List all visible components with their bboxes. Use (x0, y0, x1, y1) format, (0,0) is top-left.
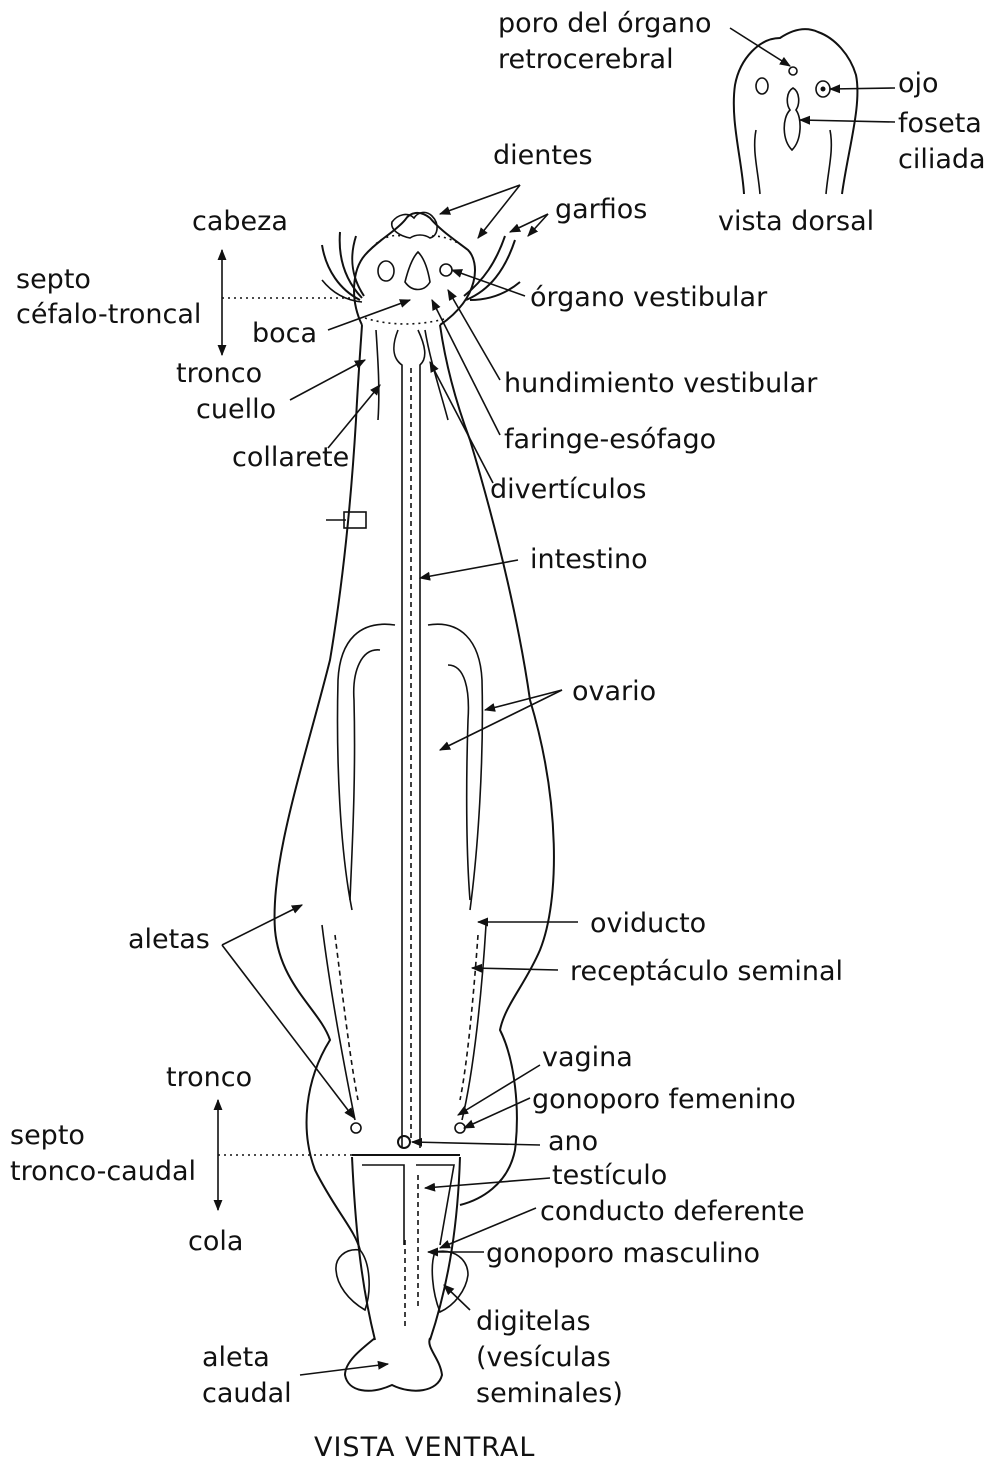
label-aletas: aletas (128, 924, 210, 955)
label-intestino: intestino (530, 544, 648, 575)
label-digitelas-2: (vesículas (476, 1342, 611, 1373)
label-septo-cf-1: septo (16, 264, 91, 295)
label-gonoporo-femenino: gonoporo femenino (532, 1084, 796, 1115)
label-conducto-deferente: conducto deferente (540, 1196, 805, 1227)
label-digitelas-3: seminales) (476, 1378, 623, 1409)
label-aleta-caudal-1: aleta (202, 1342, 270, 1373)
label-ovario: ovario (572, 676, 656, 707)
label-collarete: collarete (232, 442, 349, 473)
label-garfios: garfios (555, 194, 647, 225)
label-hundimiento-vestibular: hundimiento vestibular (504, 368, 818, 399)
label-dientes: dientes (493, 140, 593, 171)
label-boca: boca (252, 318, 317, 349)
label-foseta-2: ciliada (898, 144, 986, 175)
label-receptaculo-seminal: receptáculo seminal (570, 956, 843, 987)
label-septo-tc-1: septo (10, 1120, 85, 1151)
label-septo-cf-2: céfalo-troncal (16, 299, 201, 330)
oviducts (322, 925, 486, 1133)
label-aleta-caudal-2: caudal (202, 1378, 292, 1409)
inset-neck-inner-right (826, 130, 831, 194)
label-oviducto: oviducto (590, 908, 706, 939)
label-vagina: vagina (542, 1042, 633, 1073)
label-digitelas-1: digitelas (476, 1306, 591, 1337)
inset-head-outline (734, 29, 858, 194)
inset-neck-inner (755, 130, 760, 194)
label-vista-dorsal: vista dorsal (718, 206, 874, 237)
label-tronco-top: tronco (176, 358, 262, 389)
caption-vista-ventral: VISTA VENTRAL (314, 1432, 535, 1462)
label-gonoporo-masculino: gonoporo masculino (486, 1238, 760, 1269)
label-ojo: ojo (898, 68, 939, 99)
label-tronco-bottom: tronco (166, 1062, 252, 1093)
label-poro-1: poro del órgano (498, 8, 712, 39)
label-cabeza: cabeza (192, 206, 288, 237)
gut (394, 330, 425, 1148)
label-foseta-1: foseta (898, 108, 982, 139)
label-poro-2: retrocerebral (498, 44, 674, 75)
inset-eye-left (756, 78, 768, 94)
seminal-vesicle-left (336, 1250, 369, 1310)
inset-eye-right (816, 81, 830, 97)
inset-retrocerebral-pore (789, 67, 797, 75)
head (322, 212, 520, 325)
label-cola: cola (188, 1226, 243, 1257)
label-cuello: cuello (196, 394, 276, 425)
caudal-fin (345, 1338, 442, 1391)
dorsal-view-inset (734, 29, 858, 194)
label-testiculo: testículo (552, 1160, 667, 1191)
label-ano: ano (548, 1126, 598, 1157)
ovaries (338, 624, 483, 910)
label-organo-vestibular: órgano vestibular (530, 282, 768, 313)
inset-ciliary-loop (784, 88, 800, 150)
label-faringe-esofago: faringe-esófago (504, 424, 716, 455)
label-septo-tc-2: tronco-caudal (10, 1156, 196, 1187)
label-diverticulos: divertículos (490, 474, 646, 505)
